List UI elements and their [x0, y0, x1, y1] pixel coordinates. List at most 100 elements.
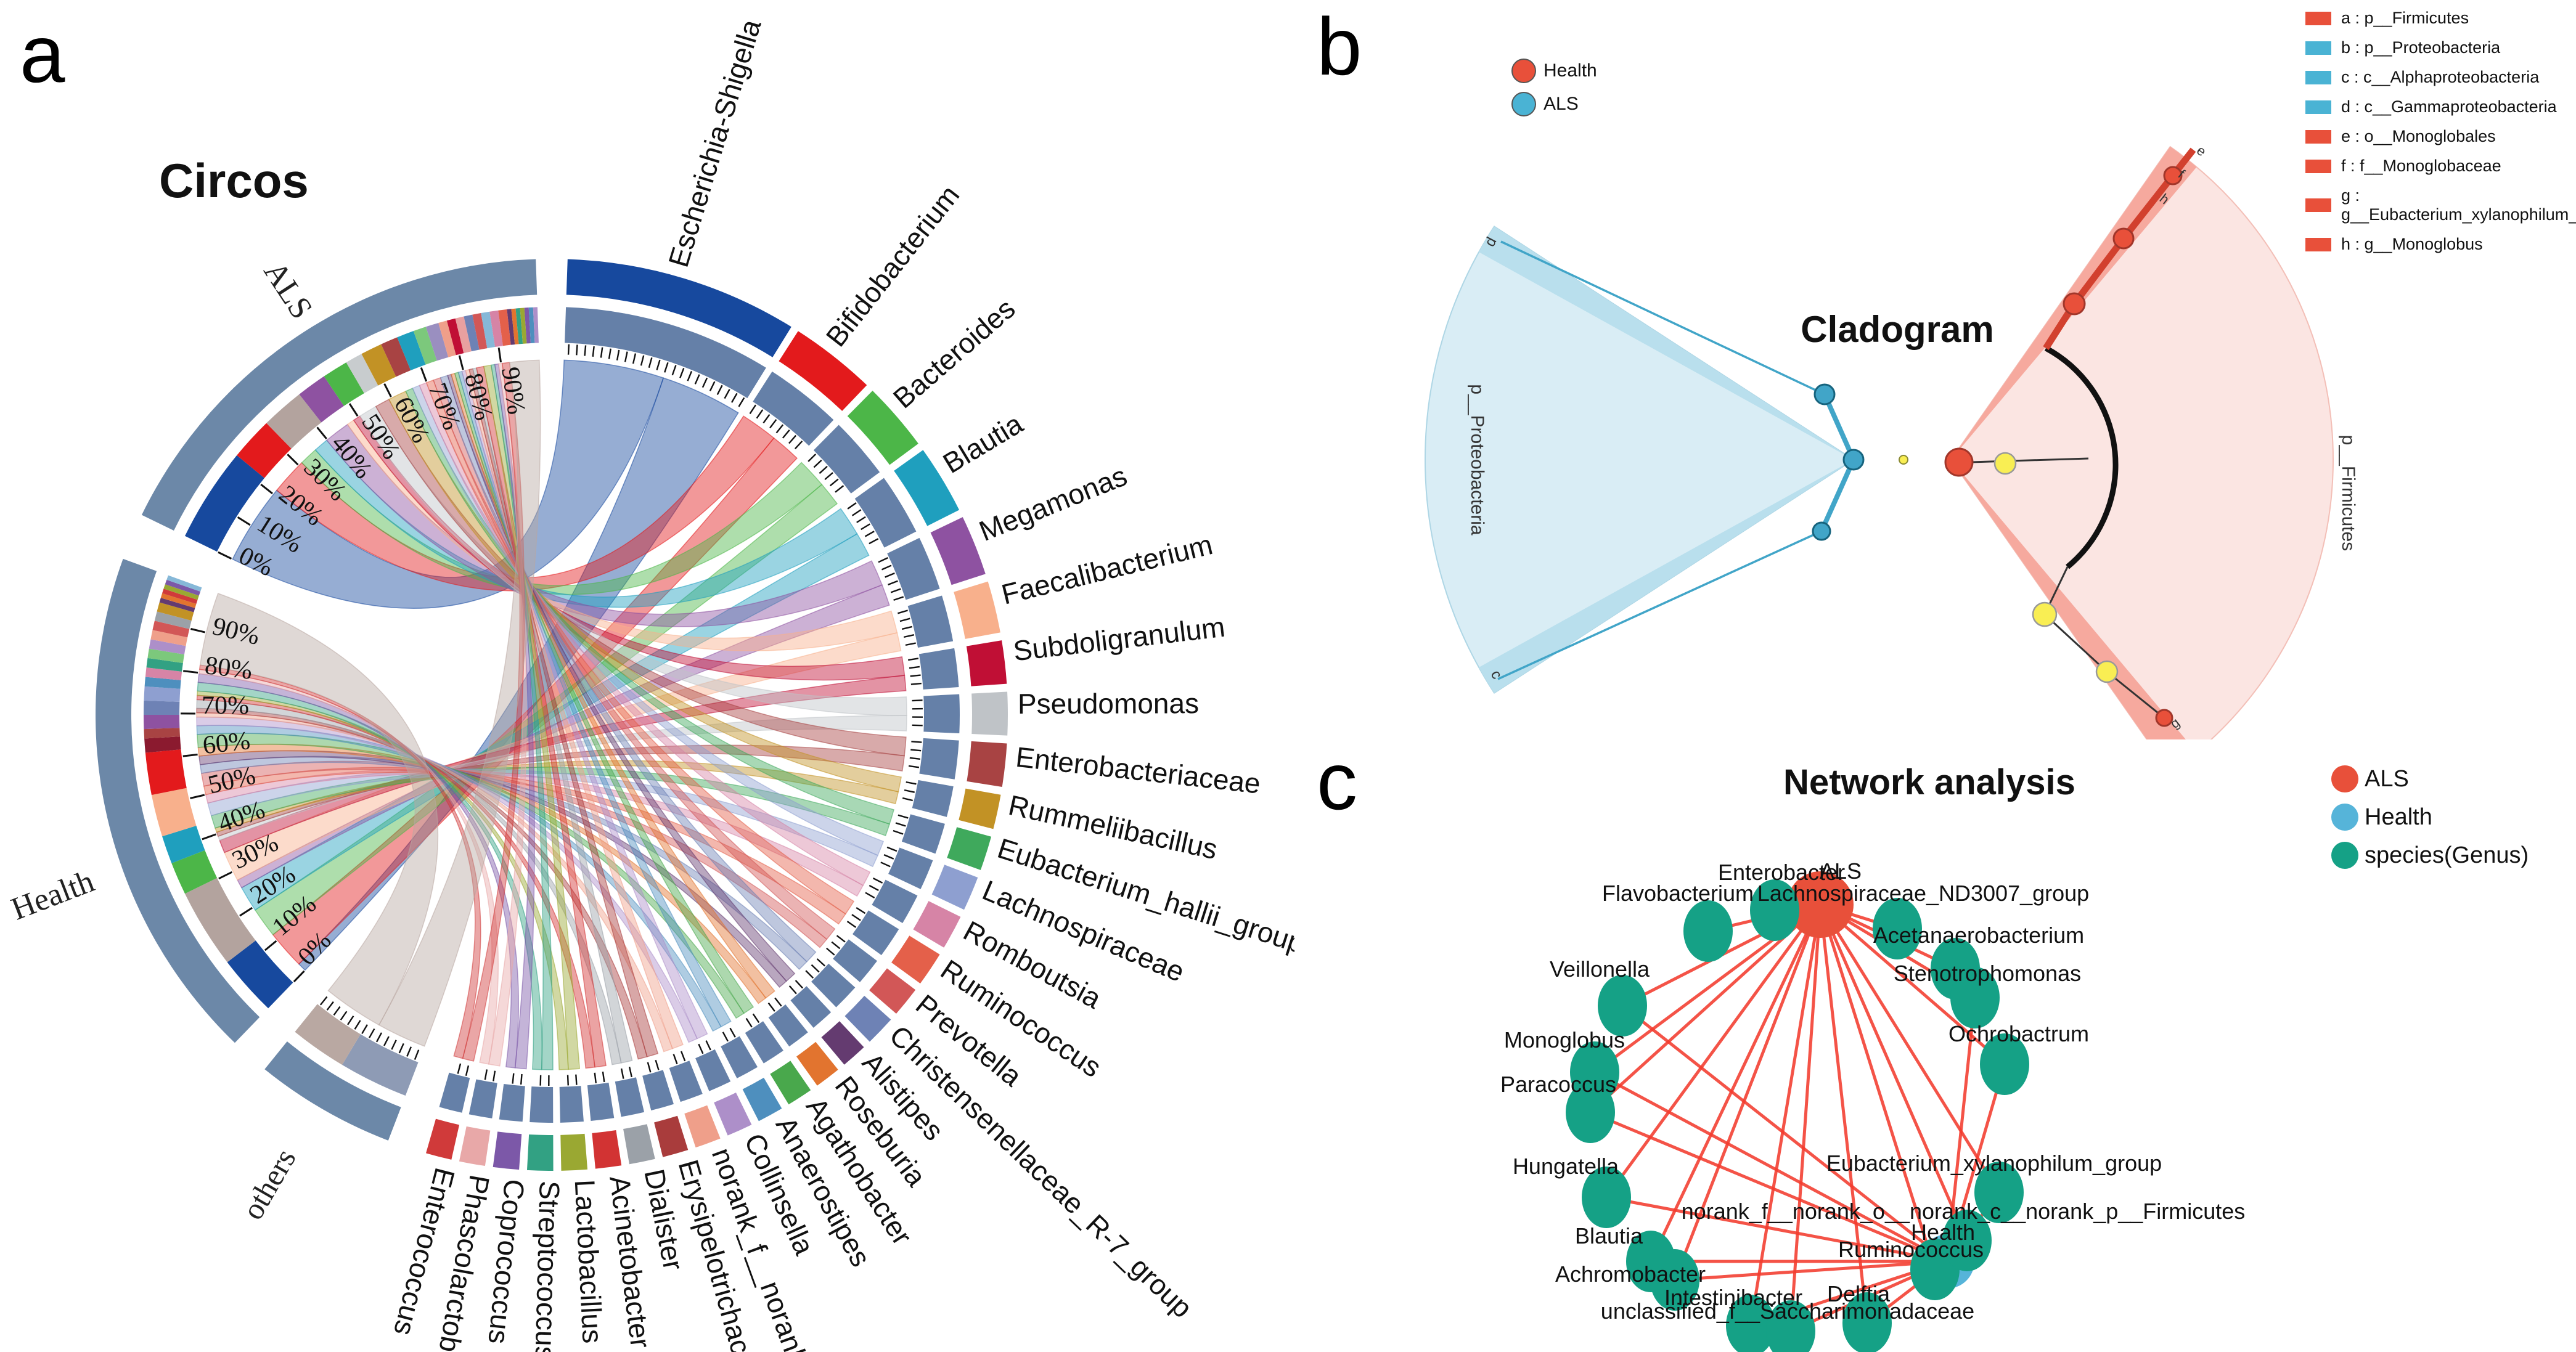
- others-composition-segment: [342, 1034, 419, 1096]
- genus-arc: [947, 827, 992, 870]
- genus-arc: [684, 1105, 721, 1148]
- scale-tick: [745, 1017, 753, 1028]
- scale-tick: [893, 829, 904, 835]
- network-node-label: Lachnospiraceae_ND3007_group: [1757, 881, 2089, 906]
- taxa-legend-item: e : o__Monoglobales: [2305, 127, 2576, 146]
- scale-tick: [775, 424, 784, 434]
- legend-color-swatch: [2305, 198, 2331, 212]
- genus-label: Bacteroides: [887, 292, 1021, 414]
- scale-tick: [912, 699, 923, 702]
- health-percent-label: 70%: [202, 691, 249, 720]
- als-composition-segment: [498, 309, 511, 346]
- scale-tick: [655, 1059, 660, 1070]
- scale-tick: [647, 1062, 652, 1073]
- health-composition-segment: [144, 728, 181, 739]
- taxa-legend-label: e : o__Monoglobales: [2341, 127, 2496, 145]
- circos-title: Circos: [159, 153, 309, 208]
- network-node-label: Ochrobactrum: [1948, 1021, 2089, 1046]
- fan-edge-band: [1479, 226, 1854, 460]
- scale-tick: [861, 523, 870, 531]
- network-node-label: unclassified_f__Saccharimonadaceae: [1601, 1298, 1974, 1324]
- network-node-label: Eubacterium_xylanophilum_group: [1826, 1150, 2162, 1176]
- genus-arc: [770, 1061, 811, 1105]
- scale-tick: [620, 1068, 624, 1079]
- genus-node: [1650, 1249, 1699, 1311]
- health-percent-label: 80%: [203, 651, 254, 685]
- scale-tick: [391, 1040, 397, 1050]
- genus-inner-arc: [615, 1077, 645, 1117]
- scale-tick: [340, 1011, 348, 1020]
- percent-tick: [287, 454, 299, 466]
- scale-tick: [898, 814, 909, 819]
- genus-label: Megamonas: [975, 459, 1131, 547]
- legend-color-dot: [2331, 804, 2358, 831]
- chord-ribbon: [472, 367, 633, 1064]
- genus-arc: [459, 1126, 491, 1167]
- others-label: others: [235, 1142, 303, 1225]
- genus-label: Blautia: [938, 407, 1029, 479]
- taxa-legend-label: f : f__Monoglobaceae: [2341, 157, 2501, 175]
- scale-tick: [888, 580, 898, 586]
- genus-inner-arc: [833, 939, 878, 982]
- genus-arc: [844, 995, 891, 1042]
- taxa-legend-item: g : g__Eubacterium_xylanophilum_group: [2305, 186, 2576, 224]
- genus-node: [1842, 1292, 1892, 1352]
- scale-tick: [902, 797, 914, 802]
- health-composition-segment: [144, 700, 180, 715]
- chord-ribbon: [378, 359, 541, 1047]
- als-composition-segment: [397, 331, 426, 371]
- health-composition-segment: [184, 878, 256, 963]
- genus-arc: [931, 865, 978, 910]
- legend-color-swatch: [2305, 159, 2331, 173]
- clade-branch: [1500, 240, 1825, 396]
- percent-tick: [183, 670, 198, 674]
- network-edge: [1593, 1070, 1948, 1263]
- legend-label: Health: [2365, 804, 2432, 830]
- left-fan-label: p__Proteobacteria: [1467, 384, 1487, 535]
- scale-tick: [406, 1046, 412, 1057]
- health-composition-segment: [152, 621, 190, 638]
- network-node-label: Paracoccus: [1500, 1072, 1616, 1097]
- genus-node: [1766, 1300, 1815, 1352]
- legend-item: species(Genus): [2331, 842, 2529, 869]
- als-composition-segment: [425, 323, 449, 361]
- health-composition-segment: [145, 749, 187, 796]
- fan-edge-band: [1479, 460, 1854, 693]
- genus-node: [1750, 879, 1799, 941]
- scale-tick: [731, 393, 738, 403]
- legend-label: Health: [1544, 60, 1597, 81]
- chord-ribbon: [425, 379, 855, 915]
- chord-ribbon: [462, 362, 525, 1062]
- genus-label: Pseudomonas: [1018, 687, 1199, 720]
- percent-tick: [316, 426, 327, 440]
- others-arc: [264, 1041, 401, 1141]
- clade-node: [2163, 166, 2183, 185]
- clade-branch: [1822, 393, 1856, 461]
- clade-branch: [1971, 457, 2089, 463]
- legend-color-dot: [2331, 842, 2358, 869]
- genus-label: Enterobacteriaceae: [1014, 741, 1262, 800]
- scale-tick: [584, 345, 587, 356]
- scale-tick: [628, 1066, 632, 1078]
- percent-tick: [202, 833, 216, 841]
- scale-tick: [909, 757, 920, 760]
- network-title: Network analysis: [1783, 762, 2075, 802]
- percent-tick: [293, 970, 305, 983]
- scale-tick: [909, 666, 920, 669]
- scale-tick: [829, 478, 839, 487]
- genus-arc: [959, 788, 1001, 829]
- als-percent-label: 90%: [496, 365, 531, 417]
- genus-inner-arc: [887, 537, 940, 600]
- taxa-legend-label: a : p__Firmicutes: [2341, 9, 2469, 27]
- scale-tick: [354, 1020, 361, 1030]
- scale-tick: [608, 348, 611, 359]
- als-composition-segment: [438, 320, 456, 357]
- genus-arc: [526, 1134, 554, 1171]
- genus-inner-arc: [721, 1036, 758, 1078]
- chord-ribbon: [476, 365, 607, 1068]
- chord-ribbon: [198, 664, 481, 1059]
- scale-tick: [864, 531, 875, 537]
